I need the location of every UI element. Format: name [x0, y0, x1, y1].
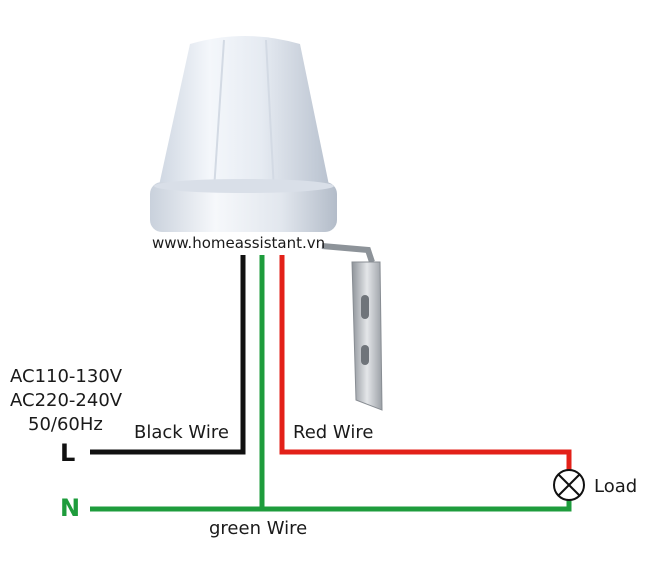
line-terminal-label: L — [60, 439, 76, 467]
photocell-sensor-icon — [150, 36, 337, 232]
load-lamp-icon — [553, 469, 585, 501]
voltage-spec-2: AC220-240V — [10, 390, 123, 411]
neutral-wire — [90, 500, 572, 512]
frequency-spec: 50/60Hz — [28, 414, 103, 435]
website-label: www.homeassistant.vn — [152, 234, 326, 252]
black-wire — [90, 255, 246, 455]
black-wire-label: Black Wire — [134, 422, 229, 443]
red-wire-label: Red Wire — [293, 422, 374, 443]
green-wire-label: green Wire — [209, 518, 308, 539]
mounting-bracket-icon — [321, 243, 383, 411]
voltage-spec-1: AC110-130V — [10, 366, 123, 387]
load-label: Load — [594, 476, 638, 497]
neutral-terminal-label: N — [60, 494, 81, 522]
red-wire — [279, 255, 572, 470]
